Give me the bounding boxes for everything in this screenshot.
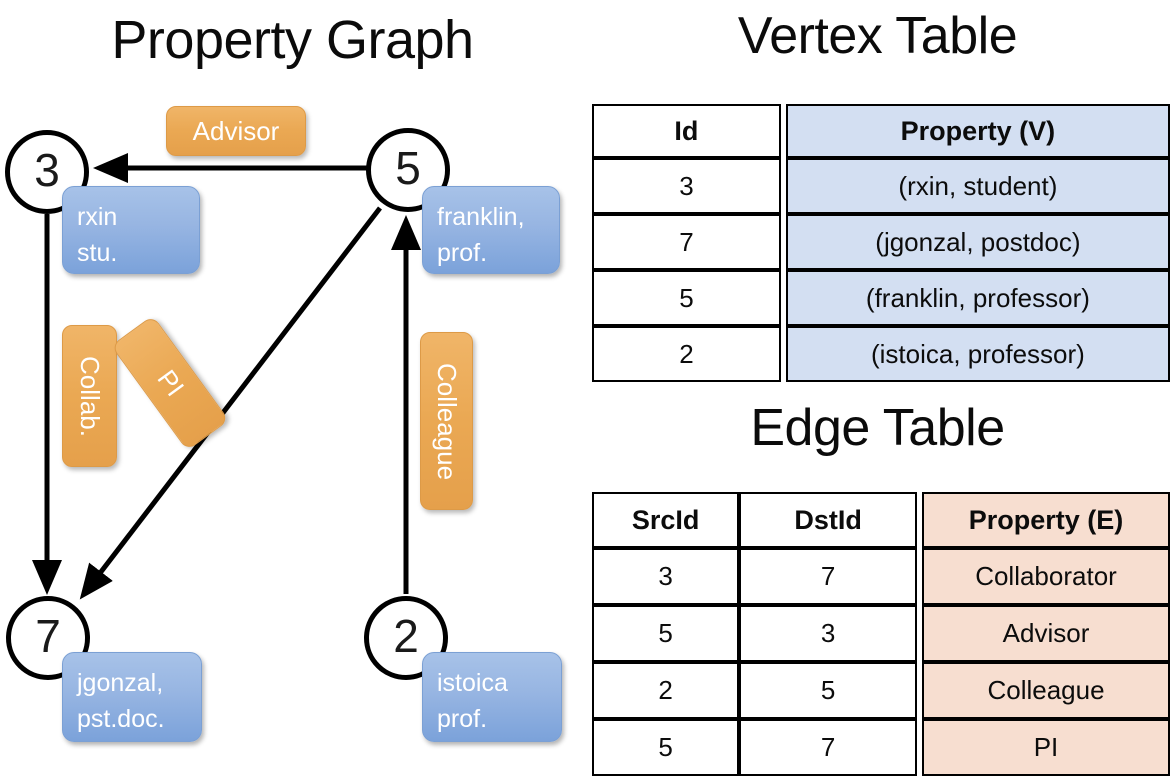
vertex-property-box-3-line2: stu. (77, 239, 118, 267)
property-graph-diagram: 3 5 7 2 rxin stu. franklin, prof. jgonza… (0, 0, 585, 760)
vertex-table-header-row: Id Property (V) (592, 104, 1170, 158)
edge-label-pi-text: PI (151, 363, 190, 402)
edge-table-header-row: SrcId DstId Property (E) (592, 492, 1170, 548)
vertex-row-1-id: 7 (592, 214, 781, 270)
graph-node-5-label: 5 (395, 142, 421, 194)
vertex-row-1-property: (jgonzal, postdoc) (785, 214, 1170, 270)
vertex-table-col-property: Property (V) (785, 104, 1170, 158)
edge-row-1-dst: 3 (739, 605, 918, 662)
edge-label-box-collab: Collab. (62, 325, 117, 467)
vertex-row-0-property: (rxin, student) (785, 158, 1170, 214)
vertex-property-box-2-line2: prof. (437, 705, 488, 733)
vertex-property-box-7-line1: jgonzal, (77, 669, 164, 697)
vertex-row-2-id: 5 (592, 270, 781, 326)
edge-table-col-dstid: DstId (739, 492, 918, 548)
table-row: 5 (franklin, professor) (592, 270, 1170, 326)
table-row: 3 7 Collaborator (592, 548, 1170, 605)
vertex-property-box-7-line2: pst.doc. (77, 705, 165, 733)
table-row: 3 (rxin, student) (592, 158, 1170, 214)
edge-table: SrcId DstId Property (E) 3 7 Collaborato… (592, 492, 1170, 776)
graph-node-2-label: 2 (393, 610, 419, 662)
vertex-property-box-5-line1: franklin, (437, 203, 525, 231)
vertex-table-column-gap (780, 270, 786, 326)
edge-label-box-colleague: Colleague (420, 332, 473, 510)
edge-row-3-dst: 7 (739, 719, 918, 776)
vertex-property-box-3-line1: rxin (77, 203, 118, 231)
page-title-property-graph: Property Graph (111, 10, 474, 70)
edge-row-2-src: 2 (592, 662, 740, 719)
edge-table-column-gap (917, 492, 923, 548)
vertex-row-2-property: (franklin, professor) (785, 270, 1170, 326)
vertex-table-col-id: Id (592, 104, 781, 158)
graph-node-2[interactable]: 2 (364, 596, 448, 680)
edge-table-col-property: Property (E) (922, 492, 1170, 548)
edge-row-0-src: 3 (592, 548, 740, 605)
vertex-table-column-gap (780, 214, 786, 270)
edge-row-3-src: 5 (592, 719, 740, 776)
edge-row-0-dst: 7 (739, 548, 918, 605)
edge-row-3-property: PI (922, 719, 1170, 776)
vertex-row-0-id: 3 (592, 158, 781, 214)
edge-table-column-gap (917, 662, 923, 719)
edge-row-0-property: Collaborator (922, 548, 1170, 605)
edge-table-column-gap (917, 605, 923, 662)
edge-table-col-srcid: SrcId (592, 492, 740, 548)
edge-row-2-property: Colleague (922, 662, 1170, 719)
vertex-table-column-gap (780, 158, 786, 214)
vertex-row-3-id: 2 (592, 326, 781, 382)
edge-label-advisor-text: Advisor (192, 115, 280, 146)
edge-label-colleague-text: Colleague (432, 362, 462, 480)
table-row: 5 3 Advisor (592, 605, 1170, 662)
vertex-property-box-5-line2: prof. (437, 239, 488, 267)
edge-row-1-property: Advisor (922, 605, 1170, 662)
edge-table-column-gap (917, 548, 923, 605)
edge-row-1-src: 5 (592, 605, 740, 662)
section-title-vertex-table: Vertex Table (737, 7, 1018, 65)
graph-node-5[interactable]: 5 (366, 128, 450, 212)
table-row: 7 (jgonzal, postdoc) (592, 214, 1170, 270)
vertex-row-3-property: (istoica, professor) (785, 326, 1170, 382)
vertex-property-box-5: franklin, prof. (422, 186, 560, 274)
vertex-property-box-2-line1: istoica (437, 669, 508, 697)
vertex-property-box-7: jgonzal, pst.doc. (62, 652, 202, 742)
edge-table-column-gap (917, 719, 923, 776)
vertex-property-box-3: rxin stu. (62, 186, 200, 274)
vertex-property-box-2: istoica prof. (422, 652, 562, 742)
edge-row-2-dst: 5 (739, 662, 918, 719)
vertex-table: Id Property (V) 3 (rxin, student) 7 (jgo… (592, 104, 1170, 382)
edge-label-box-advisor: Advisor (166, 106, 306, 156)
table-row: 2 5 Colleague (592, 662, 1170, 719)
edge-arrow-5-to-7 (79, 206, 382, 600)
graph-node-3-label: 3 (34, 144, 60, 196)
table-row: 5 7 PI (592, 719, 1170, 776)
vertex-table-column-gap (780, 326, 786, 382)
graph-edge-arrows (32, 153, 421, 600)
vertex-table-column-gap (780, 104, 786, 158)
table-row: 2 (istoica, professor) (592, 326, 1170, 382)
graph-node-7-label: 7 (35, 610, 61, 662)
edge-label-collab-text: Collab. (75, 355, 105, 437)
section-title-edge-table: Edge Table (750, 399, 1005, 457)
